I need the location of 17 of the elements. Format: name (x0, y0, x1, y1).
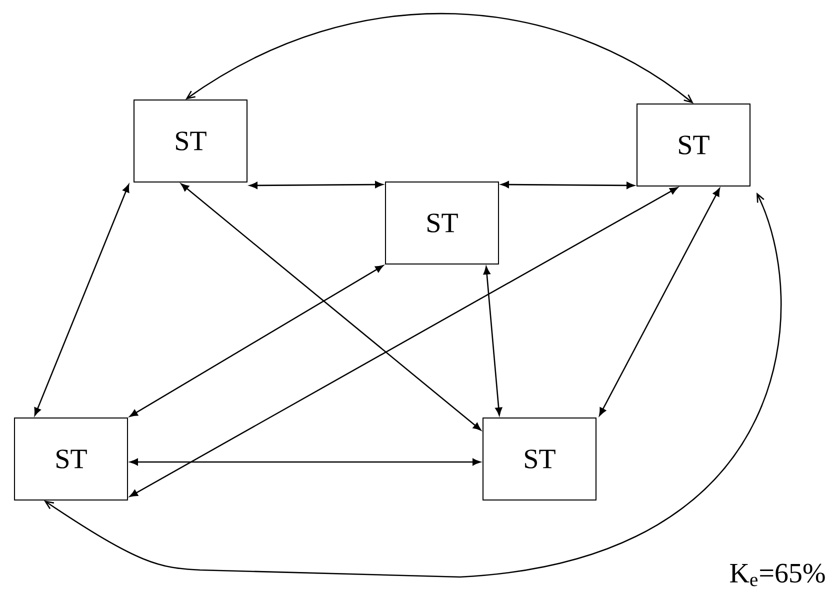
arrow (34, 184, 130, 416)
arrow (130, 187, 678, 497)
arrow (249, 181, 384, 189)
st-box: ST (636, 104, 750, 186)
arrow (483, 266, 502, 416)
arrow (599, 188, 720, 416)
arrow (44, 192, 782, 578)
arrow (130, 458, 481, 466)
arrow (186, 13, 694, 104)
st-box: ST (134, 100, 248, 182)
arrow (180, 183, 482, 431)
st-box: ST (482, 418, 596, 500)
arrow (130, 265, 384, 417)
st-box: ST (14, 418, 128, 500)
arrow (500, 181, 635, 189)
st-box: ST (385, 182, 499, 264)
coefficient-label: K$_{e}$=65% (730, 564, 825, 586)
